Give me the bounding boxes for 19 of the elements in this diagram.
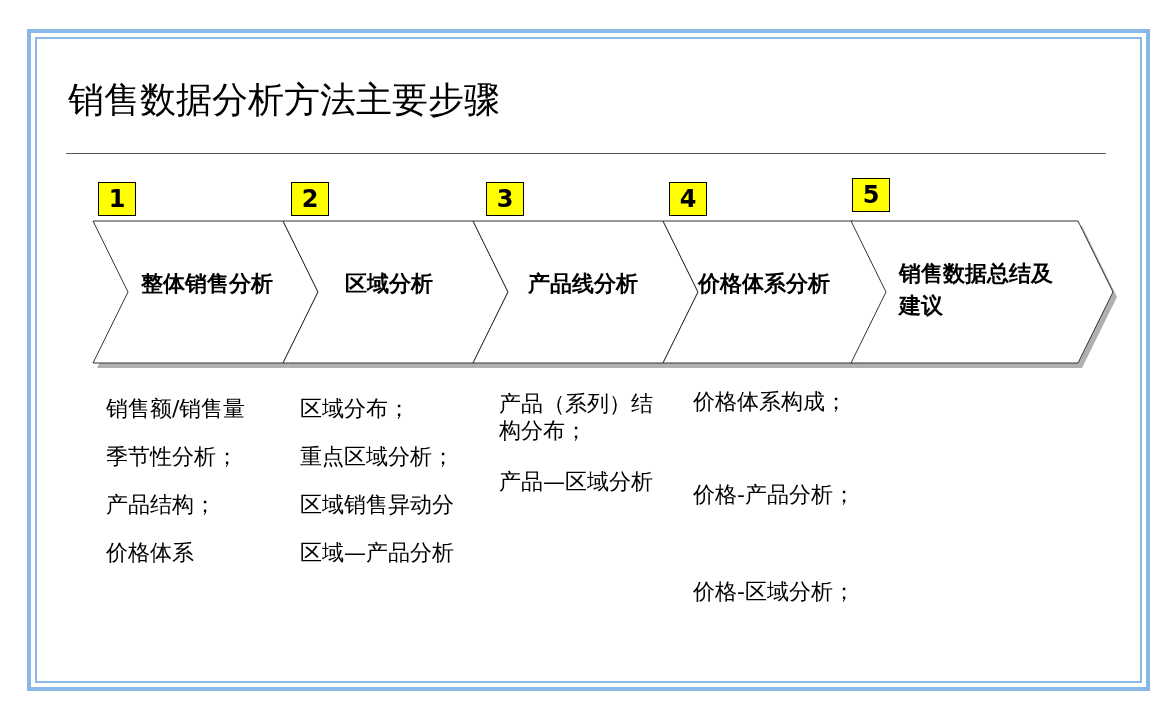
- step-number-badge: 5: [852, 178, 890, 212]
- step-detail-text: 区域分布；: [300, 395, 411, 422]
- step-number-badge: 1: [98, 182, 136, 216]
- step-detail-text: 销售额/销售量: [106, 395, 247, 422]
- step-detail-text: 区域—产品分析: [300, 539, 455, 566]
- step-detail-text: 季节性分析；: [106, 443, 239, 470]
- step-number-badge: 4: [669, 182, 707, 216]
- step-detail-text: 产品（系列）结构分布；: [499, 390, 654, 444]
- step-detail-text: 产品—区域分析: [499, 468, 654, 495]
- step-detail-text: 产品结构；: [106, 491, 217, 518]
- step-detail-text: 区域销售异动分: [300, 491, 455, 518]
- step-detail-text: 价格体系: [106, 539, 195, 566]
- step-detail-text: 价格-区域分析；: [693, 578, 856, 605]
- step-number-badge: 3: [486, 182, 524, 216]
- step-detail-text: 价格体系构成；: [693, 388, 848, 415]
- step-detail-text: 重点区域分析；: [300, 443, 455, 470]
- step-detail-text: 价格-产品分析；: [693, 481, 856, 508]
- diagram-title: 销售数据分析方法主要步骤: [68, 78, 500, 122]
- step-number-badge: 2: [291, 182, 329, 216]
